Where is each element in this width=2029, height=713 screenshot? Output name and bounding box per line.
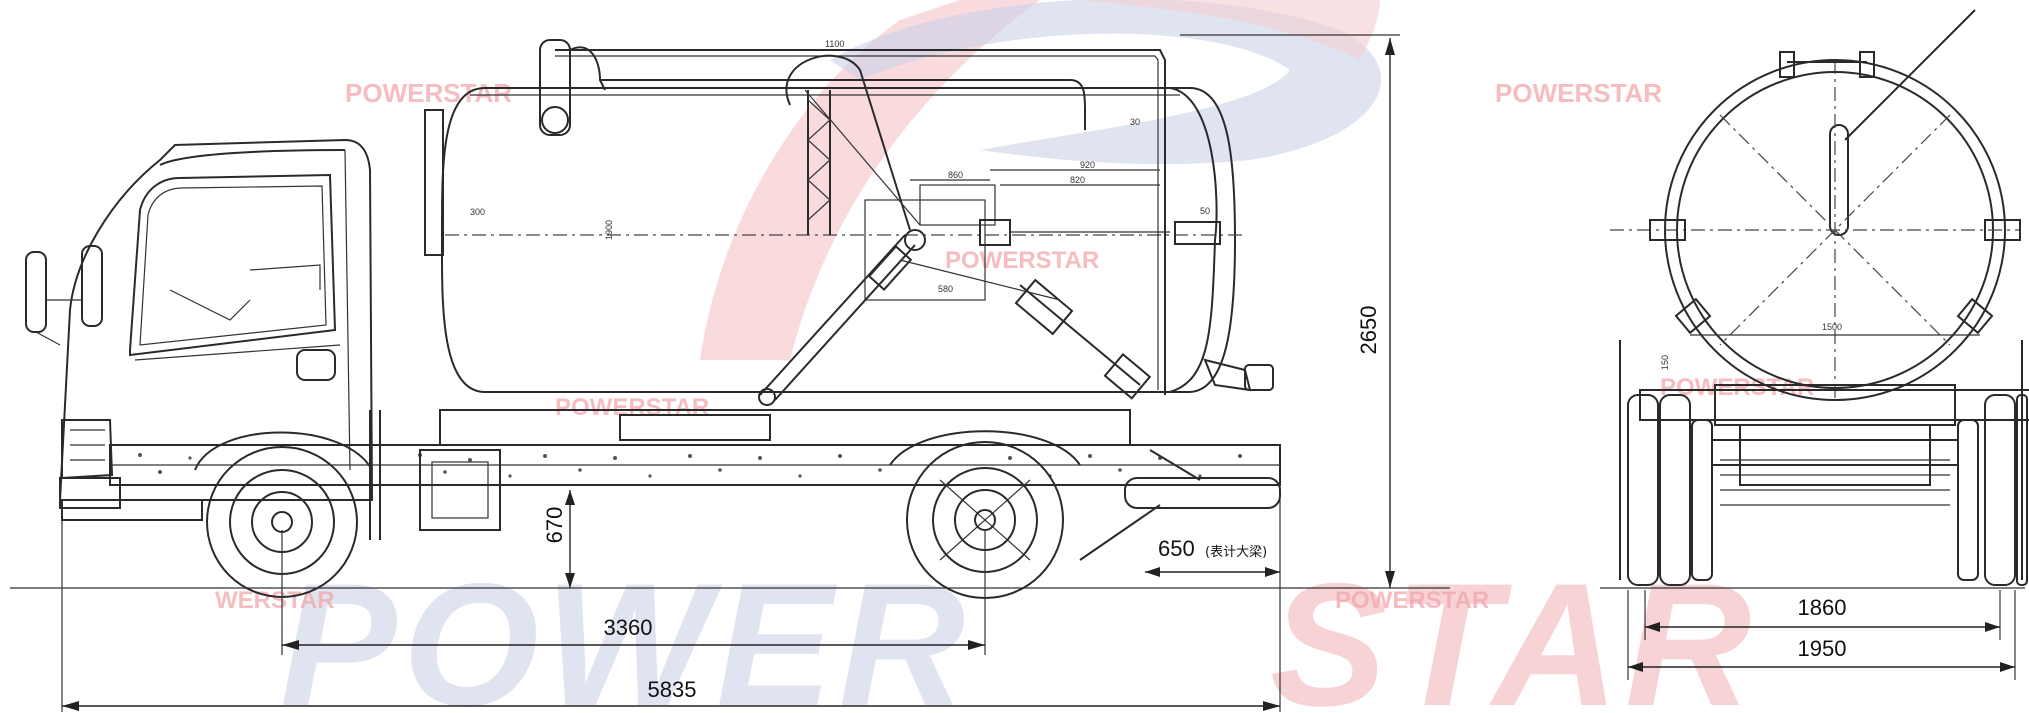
dim-track-width: 1860: [1798, 595, 1847, 620]
vacuum-tank: 1100 300 1900 860 820 920 50 580 30: [424, 39, 1274, 406]
tank-anno-1900: 1900: [604, 220, 614, 240]
tank-anno-1100: 1100: [825, 39, 844, 49]
watermark-mark-6: POWERSTAR: [1335, 587, 1489, 614]
watermark-star: STAR: [1270, 548, 1757, 713]
watermark-mark-3: POWERSTAR: [945, 247, 1099, 274]
watermark-logo-graphic: [700, 0, 1382, 360]
watermark-mark-1: POWERSTAR: [345, 78, 512, 108]
tank-anno-580: 580: [938, 284, 953, 294]
tank-anno-30: 30: [1130, 117, 1140, 127]
dim-overall-width: 1950: [1798, 636, 1847, 661]
dim-rear-overhang-note: (表计大梁): [1205, 545, 1267, 560]
watermark-power: POWER: [280, 548, 971, 713]
rear-view-dimensions: 1860 1950: [1627, 590, 2016, 680]
watermark-mark-2: POWERSTAR: [1495, 78, 1662, 108]
dim-frame-height: 670: [542, 507, 567, 544]
tank-anno-820: 820: [1070, 175, 1085, 185]
rear-anno-1500: 1500: [1822, 322, 1842, 332]
watermark-mark-5: POWERSTAR: [1660, 374, 1814, 401]
chassis-frame: [109, 409, 1281, 540]
side-view-dimensions: 2650 670 3360 5835 650 (表计大梁): [61, 34, 1400, 712]
tank-anno-50: 50: [1200, 206, 1210, 216]
watermark-big-brand: POWER STAR: [280, 548, 1757, 713]
dim-wheelbase: 3360: [604, 615, 653, 640]
watermark-mark-4: POWERSTAR: [555, 394, 709, 421]
tank-anno-860: 860: [948, 170, 963, 180]
rear-hose-tray: [1079, 449, 1281, 561]
tank-anno-300: 300: [470, 207, 485, 217]
hydraulic-cylinder: [758, 229, 926, 406]
dim-rear-overhang: 650: [1158, 536, 1195, 561]
dim-overall-length: 5835: [648, 677, 697, 702]
watermark-small-labels: POWERSTAR POWERSTAR POWERSTAR POWERSTAR …: [215, 78, 1814, 614]
rear-view: 1500 150: [1610, 9, 2029, 586]
dim-total-height: 2650: [1356, 306, 1381, 355]
tank-anno-920: 920: [1080, 160, 1095, 170]
watermark-mark-left-cut: WERSTAR: [215, 587, 335, 614]
rear-anno-150: 150: [1660, 355, 1670, 370]
